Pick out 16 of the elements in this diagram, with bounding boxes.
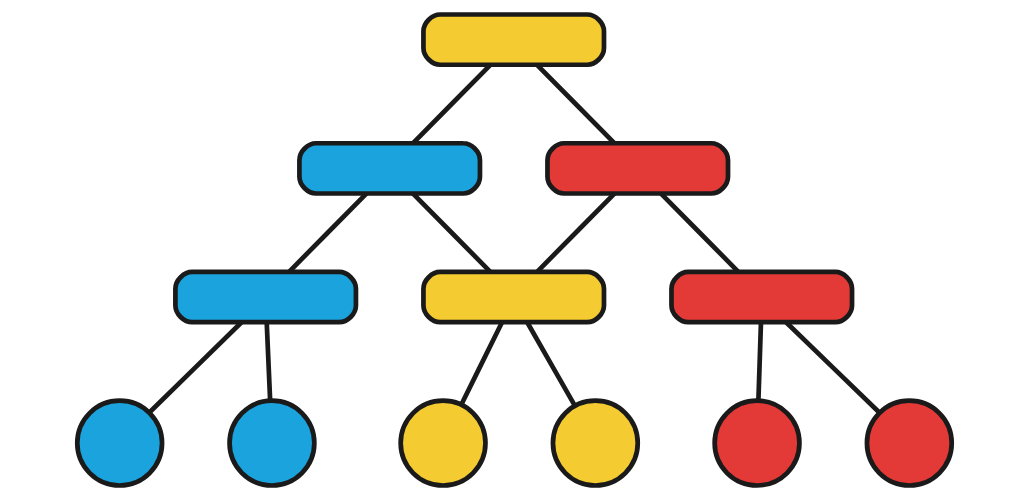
node-circle xyxy=(550,398,641,488)
connector xyxy=(756,322,764,401)
node-circle xyxy=(712,398,802,488)
node-box xyxy=(545,140,731,196)
node-box xyxy=(421,12,607,68)
node-circle xyxy=(74,398,165,488)
node-box xyxy=(669,269,855,325)
node-circle xyxy=(227,398,317,488)
connector xyxy=(525,321,577,407)
node-box xyxy=(421,269,607,325)
node-circle xyxy=(398,398,488,488)
connector xyxy=(264,322,273,401)
node-box xyxy=(297,140,483,196)
node-box xyxy=(173,269,359,325)
connector xyxy=(459,321,505,406)
node-circle xyxy=(864,398,955,488)
